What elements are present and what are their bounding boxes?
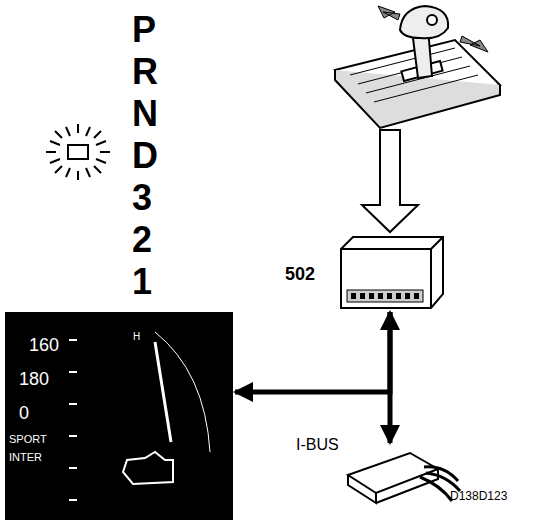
gauge-text: 180 [19, 370, 49, 388]
gear-selector [335, 6, 500, 128]
gauge-text: SPORT [9, 434, 47, 445]
signal-connector [235, 312, 390, 392]
bus-connector: I-BUS [340, 445, 465, 507]
control-module: 502 [335, 235, 445, 310]
lit-indicator [46, 124, 110, 180]
signal-arrow [362, 130, 418, 232]
figure-number: D138D123 [450, 490, 507, 502]
gauge-text: H [133, 332, 140, 342]
move-arrows [378, 6, 488, 52]
gear-position: 1 [132, 264, 152, 300]
gear-position: 2 [132, 222, 152, 258]
gear-position: D [132, 138, 158, 174]
node-shape [335, 235, 445, 310]
gauge-text: 160 [29, 336, 59, 354]
part-label: I-BUS [296, 437, 339, 453]
instrument-cluster: 1601800SPORTINTERPRND321H [5, 312, 233, 520]
gauge-text: INTER [9, 452, 42, 463]
gauge-text: 0 [19, 404, 29, 422]
node-shape [340, 445, 465, 507]
gear-position: R [132, 54, 158, 90]
gear-position: P [132, 12, 156, 48]
gear-position: N [132, 96, 158, 132]
part-label: 502 [285, 265, 315, 283]
gear-position: 3 [132, 180, 152, 216]
